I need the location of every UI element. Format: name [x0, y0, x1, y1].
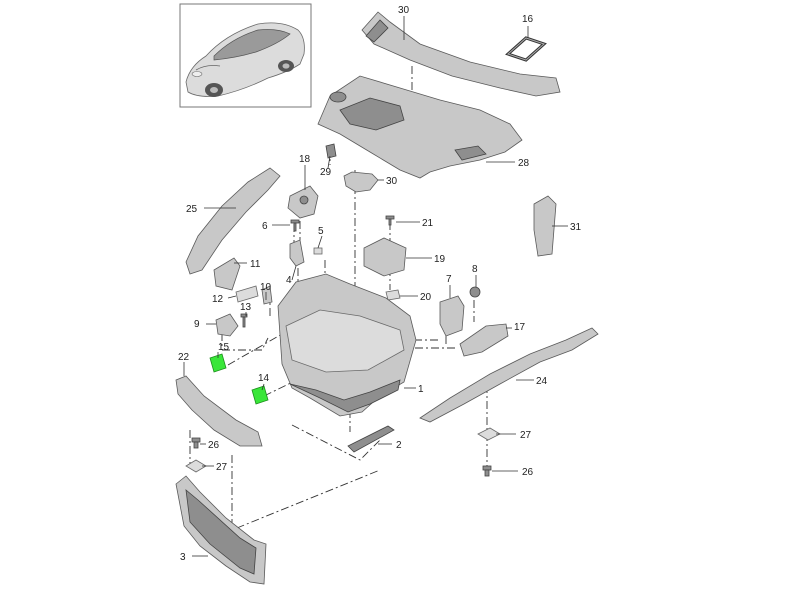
part-25-trim	[185, 167, 281, 275]
callout-11: 11	[250, 259, 261, 270]
callout-22: 22	[178, 352, 190, 363]
callout-13: 13	[240, 302, 252, 313]
part-30-bracket	[343, 171, 379, 193]
callout-17: 17	[514, 322, 526, 333]
callouts: 30 16 28 29 30 18 25 6 5 21 31 19 11 4 7…	[178, 5, 582, 563]
callout-12: 12	[212, 294, 224, 305]
callout-27-left: 27	[216, 462, 228, 473]
leader-lines	[183, 16, 568, 557]
callout-26-left: 26	[208, 440, 220, 451]
callout-29: 29	[320, 167, 332, 178]
part-16-seal	[505, 36, 547, 62]
part-13-bolt	[240, 313, 248, 328]
part-14-clip	[251, 385, 269, 405]
callout-26-right: 26	[522, 467, 534, 478]
vehicle-thumbnail	[179, 3, 312, 108]
part-5-nut	[313, 247, 323, 255]
callout-1: 1	[418, 384, 424, 395]
part-10-bracket	[261, 285, 273, 305]
part-29-clip	[325, 143, 337, 159]
callout-20: 20	[420, 292, 432, 303]
part-2-strip	[347, 425, 395, 453]
part-7-bracket	[439, 295, 465, 337]
callout-16: 16	[522, 14, 534, 25]
part-9-bracket	[215, 313, 239, 337]
part-21-screw	[385, 215, 395, 226]
part-12-plate	[235, 285, 259, 303]
part-4-bracket	[289, 239, 305, 267]
callout-14: 14	[258, 373, 270, 384]
part-31-trim	[533, 195, 557, 257]
callout-9: 9	[194, 319, 200, 330]
callout-2: 2	[396, 440, 402, 451]
callout-19: 19	[434, 254, 446, 265]
callout-5: 5	[318, 226, 324, 237]
part-28-panel	[317, 75, 523, 179]
callout-25: 25	[186, 204, 198, 215]
callout-28: 28	[518, 158, 530, 169]
part-26-left	[191, 437, 201, 449]
callout-8: 8	[472, 264, 478, 275]
part-11-bracket	[213, 257, 241, 291]
callout-6: 6	[262, 221, 268, 232]
part-26-right	[482, 465, 492, 477]
callout-31: 31	[570, 222, 582, 233]
callout-30-bracket: 30	[386, 176, 398, 187]
part-6-screw	[290, 219, 300, 232]
part-30-cowl	[361, 11, 561, 97]
callout-27-right: 27	[520, 430, 532, 441]
callout-18: 18	[299, 154, 311, 165]
part-24-trim	[419, 327, 599, 423]
callout-15: 15	[218, 342, 230, 353]
callout-7: 7	[446, 274, 452, 285]
part-20-clip	[385, 289, 401, 301]
callout-21: 21	[422, 218, 434, 229]
part-22-trim	[175, 375, 263, 447]
callout-30-top: 30	[398, 5, 410, 16]
part-1-liner	[277, 273, 417, 417]
callout-24: 24	[536, 376, 548, 387]
part-8-grommet	[469, 286, 481, 298]
callout-3: 3	[180, 552, 186, 563]
callout-10: 10	[260, 282, 272, 293]
part-19-holder	[363, 237, 407, 277]
callout-4: 4	[286, 275, 292, 286]
part-18-bracket	[287, 185, 319, 219]
part-17-handle	[459, 323, 509, 357]
